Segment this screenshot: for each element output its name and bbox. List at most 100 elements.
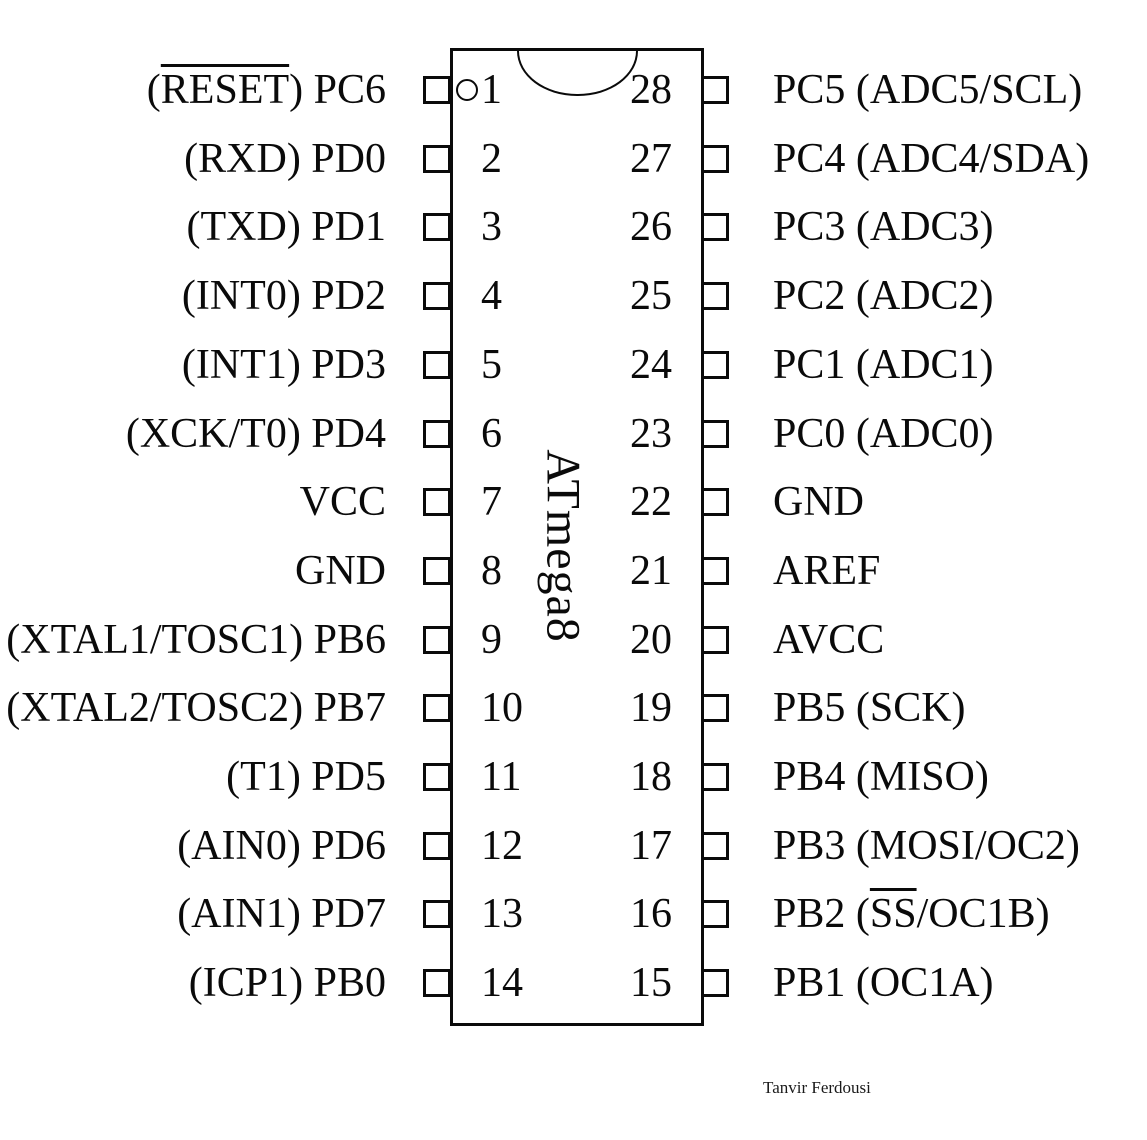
- pin-number-left: 14: [481, 960, 523, 1006]
- pin-square: [423, 488, 451, 516]
- pin-number-right: 25: [630, 273, 672, 319]
- pin-label-right: PC1 (ADC1): [773, 342, 994, 388]
- pin-number-left: 8: [481, 548, 502, 594]
- pin-square: [423, 282, 451, 310]
- pin-square: [701, 351, 729, 379]
- pin-number-left: 4: [481, 273, 502, 319]
- pin-label-left: (INT0) PD2: [181, 273, 386, 319]
- pin-label-left: (XTAL1/TOSC1) PB6: [6, 617, 386, 663]
- pin-square: [701, 145, 729, 173]
- pin-square: [701, 282, 729, 310]
- pin-label-right: PC5 (ADC5/SCL): [773, 67, 1083, 113]
- pin-label-right: PC2 (ADC2): [773, 273, 994, 319]
- pin-label-right: PC4 (ADC4/SDA): [773, 136, 1090, 182]
- pin-label-left: (XTAL2/TOSC2) PB7: [6, 685, 386, 731]
- pin-number-left: 5: [481, 342, 502, 388]
- pin-label-right: GND: [773, 479, 864, 525]
- pin-square: [701, 420, 729, 448]
- credit-text: Tanvir Ferdousi: [763, 1078, 871, 1097]
- pin1-indicator-icon: [456, 79, 478, 101]
- pin-square: [423, 763, 451, 791]
- pin-row: (XTAL2/TOSC2) PB7 10 19 PB5 (SCK): [0, 674, 1147, 742]
- pin-row: (RXD) PD0 2 27 PC4 (ADC4/SDA): [0, 125, 1147, 193]
- pin-number-right: 21: [630, 548, 672, 594]
- pin-number-left: 10: [481, 685, 523, 731]
- pin-square: [423, 694, 451, 722]
- pin-square: [423, 832, 451, 860]
- pin-square: [423, 900, 451, 928]
- pin-number-right: 26: [630, 204, 672, 250]
- pin-label-left: (ICP1) PB0: [188, 960, 386, 1006]
- pin-label-left: (AIN1) PD7: [177, 891, 386, 937]
- pin-label-right: PC0 (ADC0): [773, 411, 994, 457]
- pin-number-left: 1: [481, 67, 502, 113]
- pin-square: [423, 351, 451, 379]
- pin-row: (AIN1) PD7 13 16 PB2 (SS/OC1B): [0, 880, 1147, 948]
- pin-square: [701, 969, 729, 997]
- pin-label-right: PB2 (SS/OC1B): [773, 891, 1050, 937]
- pin-square: [701, 900, 729, 928]
- pin-row: (TXD) PD1 3 26 PC3 (ADC3): [0, 193, 1147, 261]
- pin-number-left: 9: [481, 617, 502, 663]
- pin-label-left: (XCK/T0) PD4: [125, 411, 386, 457]
- pin-square: [701, 76, 729, 104]
- pin-label-left: (TXD) PD1: [186, 204, 386, 250]
- overline-text: RESET: [160, 67, 290, 113]
- pin-row: (XCK/T0) PD4 6 23 PC0 (ADC0): [0, 400, 1147, 468]
- pin-label-right: PC3 (ADC3): [773, 204, 994, 250]
- pin-number-left: 3: [481, 204, 502, 250]
- pin-number-right: 17: [630, 823, 672, 869]
- pin-number-right: 19: [630, 685, 672, 731]
- chip-body: [450, 48, 704, 1026]
- pin-label-left: (AIN0) PD6: [177, 823, 386, 869]
- pin-square: [701, 763, 729, 791]
- pin-label-right: PB1 (OC1A): [773, 960, 994, 1006]
- pin-row: (RESET) PC6 1 28 PC5 (ADC5/SCL): [0, 56, 1147, 124]
- pin-row: GND 8 21 AREF: [0, 537, 1147, 605]
- pin-number-right: 15: [630, 960, 672, 1006]
- pin-label-left: (RESET) PC6: [146, 67, 386, 113]
- pin-number-left: 12: [481, 823, 523, 869]
- pin-row: (AIN0) PD6 12 17 PB3 (MOSI/OC2): [0, 812, 1147, 880]
- pin-number-right: 24: [630, 342, 672, 388]
- pin-square: [423, 420, 451, 448]
- pin-row: (INT1) PD3 5 24 PC1 (ADC1): [0, 331, 1147, 399]
- pin-row: (XTAL1/TOSC1) PB6 9 20 AVCC: [0, 606, 1147, 674]
- pin-square: [701, 832, 729, 860]
- pin-number-right: 22: [630, 479, 672, 525]
- pin-number-left: 13: [481, 891, 523, 937]
- pin-label-left: (INT1) PD3: [181, 342, 386, 388]
- pin-square: [423, 76, 451, 104]
- pin-number-right: 20: [630, 617, 672, 663]
- overline-text: SS: [869, 891, 917, 937]
- pin-label-left: (RXD) PD0: [184, 136, 386, 182]
- pin-number-right: 18: [630, 754, 672, 800]
- pin-number-left: 7: [481, 479, 502, 525]
- pin-square: [701, 626, 729, 654]
- pin-square: [423, 969, 451, 997]
- pin-label-right: AREF: [773, 548, 881, 594]
- pin-square: [423, 626, 451, 654]
- pin-label-right: PB5 (SCK): [773, 685, 966, 731]
- pin-number-left: 2: [481, 136, 502, 182]
- pin-number-left: 11: [481, 754, 522, 800]
- pin-label-right: AVCC: [773, 617, 885, 663]
- pin-square: [701, 488, 729, 516]
- pin-square: [701, 694, 729, 722]
- pin-number-left: 6: [481, 411, 502, 457]
- pin-square: [423, 145, 451, 173]
- pin-square: [423, 557, 451, 585]
- pin-number-right: 16: [630, 891, 672, 937]
- pin-square: [701, 213, 729, 241]
- pin-number-right: 28: [630, 67, 672, 113]
- pin-row: (INT0) PD2 4 25 PC2 (ADC2): [0, 262, 1147, 330]
- pin-square: [701, 557, 729, 585]
- pin-row: (T1) PD5 11 18 PB4 (MISO): [0, 743, 1147, 811]
- pin-label-right: PB3 (MOSI/OC2): [773, 823, 1080, 869]
- pin-row: VCC 7 22 GND: [0, 468, 1147, 536]
- pin-number-right: 23: [630, 411, 672, 457]
- pin-label-left: VCC: [299, 479, 386, 525]
- pin-label-left: (T1) PD5: [226, 754, 386, 800]
- pin-label-right: PB4 (MISO): [773, 754, 989, 800]
- pin-label-left: GND: [295, 548, 386, 594]
